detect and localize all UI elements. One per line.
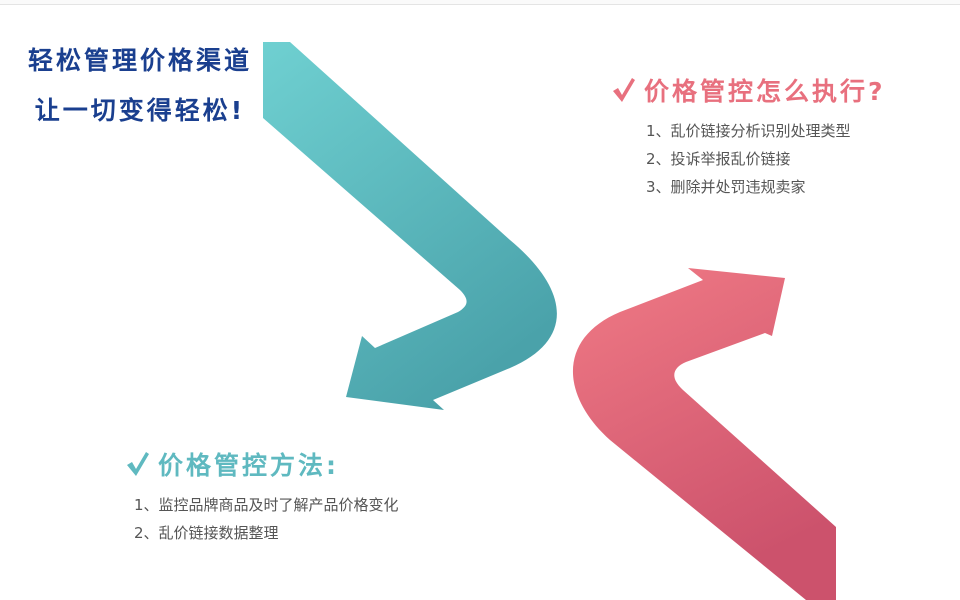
list-item: 2、投诉举报乱价链接 xyxy=(646,150,791,168)
list-item: 1、监控品牌商品及时了解产品价格变化 xyxy=(134,496,399,514)
check-mark-icon xyxy=(127,452,149,476)
headline: 轻松管理价格渠道 让一切变得轻松! xyxy=(14,36,266,136)
execute-section-title: 价格管控怎么执行? xyxy=(612,72,886,108)
execute-section-title-text: 价格管控怎么执行? xyxy=(644,77,886,106)
method-list: 1、监控品牌商品及时了解产品价格变化 2、乱价链接数据整理 xyxy=(134,491,399,547)
headline-line-1: 轻松管理价格渠道 xyxy=(27,46,252,75)
list-item: 1、乱价链接分析识别处理类型 xyxy=(646,122,851,140)
pink-chevron-arrow-icon xyxy=(572,268,836,600)
top-divider xyxy=(0,0,960,5)
method-section-title-text: 价格管控方法: xyxy=(158,451,339,480)
headline-line-2: 让一切变得轻松! xyxy=(34,96,246,125)
teal-chevron-arrow-icon xyxy=(263,42,557,410)
execute-steps-list: 1、乱价链接分析识别处理类型 2、投诉举报乱价链接 3、删除并处罚违规卖家 xyxy=(646,117,851,201)
method-section-title: 价格管控方法: xyxy=(126,446,339,482)
list-item: 3、删除并处罚违规卖家 xyxy=(646,178,806,196)
list-item: 2、乱价链接数据整理 xyxy=(134,524,279,542)
check-mark-icon xyxy=(613,78,635,102)
